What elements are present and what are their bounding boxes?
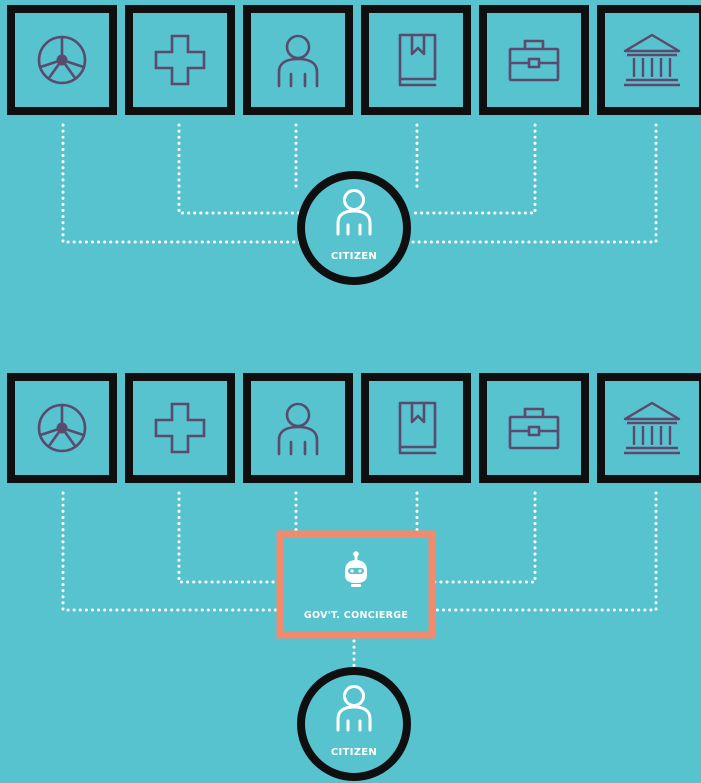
service-tile-education [361, 373, 471, 483]
service-tile-education [361, 5, 471, 115]
bottom-citizen-label: CITIZEN [330, 747, 378, 758]
top-citizen-label: CITIZEN [330, 251, 378, 262]
bottom-service-row [7, 373, 701, 483]
service-tile-health [125, 5, 235, 115]
service-tile-health [125, 373, 235, 483]
service-tile-government [597, 373, 701, 483]
bottom-citizen-node [297, 667, 411, 781]
top-connectors [61, 123, 658, 244]
service-tile-employment [479, 373, 589, 483]
top-citizen-node [297, 171, 411, 285]
service-tile-driving [7, 373, 117, 483]
service-tile-identity [243, 5, 353, 115]
concierge-label: GOV'T. CONCIERGE [303, 610, 409, 621]
service-tile-employment [479, 5, 589, 115]
top-service-row [7, 5, 701, 115]
service-tile-government [597, 5, 701, 115]
concierge-node [276, 530, 436, 639]
bottom-connectors [61, 491, 658, 674]
service-tile-identity [243, 373, 353, 483]
service-tile-driving [7, 5, 117, 115]
